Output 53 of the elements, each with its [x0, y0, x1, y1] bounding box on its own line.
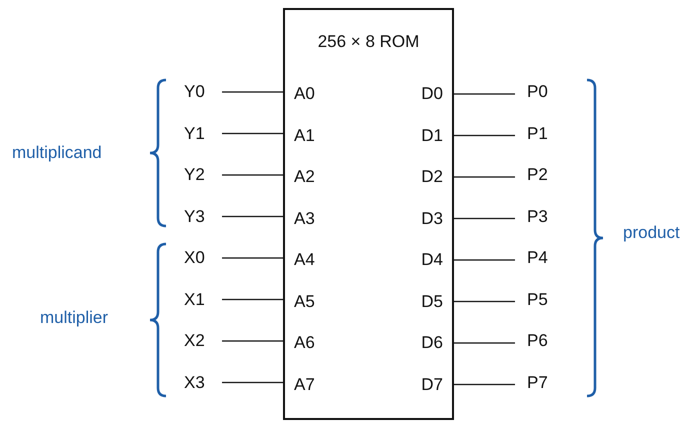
signal-label: P4: [517, 248, 553, 268]
wire: [222, 91, 283, 93]
wire: [454, 176, 515, 178]
wire: [454, 259, 515, 261]
signal-label: P3: [517, 206, 553, 226]
pin-label: A6: [285, 333, 327, 353]
signal-label: P6: [517, 331, 553, 351]
signal-label: X2: [184, 331, 220, 351]
wire: [454, 342, 515, 344]
wire: [222, 382, 283, 384]
wire: [454, 300, 515, 302]
signal-label: Y0: [184, 82, 220, 102]
signal-label: Y2: [184, 165, 220, 185]
wire: [222, 257, 283, 259]
pin-label: D2: [410, 167, 452, 187]
pin-label: D7: [410, 374, 452, 394]
wire: [454, 218, 515, 220]
wire: [454, 134, 515, 136]
signal-label: X0: [184, 248, 220, 268]
rom-block: [283, 8, 454, 420]
pin-label: D0: [410, 84, 452, 104]
pin-label: D4: [410, 250, 452, 270]
signal-label: P1: [517, 124, 553, 144]
pin-label: A1: [285, 126, 327, 146]
group-label: multiplicand: [12, 143, 102, 163]
signal-label: Y3: [184, 206, 220, 226]
pin-label: A2: [285, 167, 327, 187]
pin-label: D1: [410, 126, 452, 146]
group-label: multiplier: [40, 308, 108, 328]
signal-label: P7: [517, 372, 553, 392]
wire: [454, 384, 515, 386]
pin-label: A4: [285, 250, 327, 270]
pin-label: D6: [410, 333, 452, 353]
pin-label: A3: [285, 208, 327, 228]
pin-label: D5: [410, 292, 452, 312]
signal-label: X3: [184, 372, 220, 392]
pin-label: A0: [285, 84, 327, 104]
wire: [222, 132, 283, 134]
group-label: product: [623, 223, 680, 243]
pin-label: A7: [285, 374, 327, 394]
signal-label: P0: [517, 82, 553, 102]
signal-label: X1: [184, 290, 220, 310]
signal-label: Y1: [184, 124, 220, 144]
signal-label: P5: [517, 290, 553, 310]
signal-label: P2: [517, 165, 553, 185]
wire: [222, 340, 283, 342]
wire: [222, 298, 283, 300]
pin-label: A5: [285, 292, 327, 312]
wire: [454, 93, 515, 95]
wire: [222, 216, 283, 218]
pin-label: D3: [410, 208, 452, 228]
wire: [222, 174, 283, 176]
rom-title: 256 × 8 ROM: [316, 32, 420, 52]
